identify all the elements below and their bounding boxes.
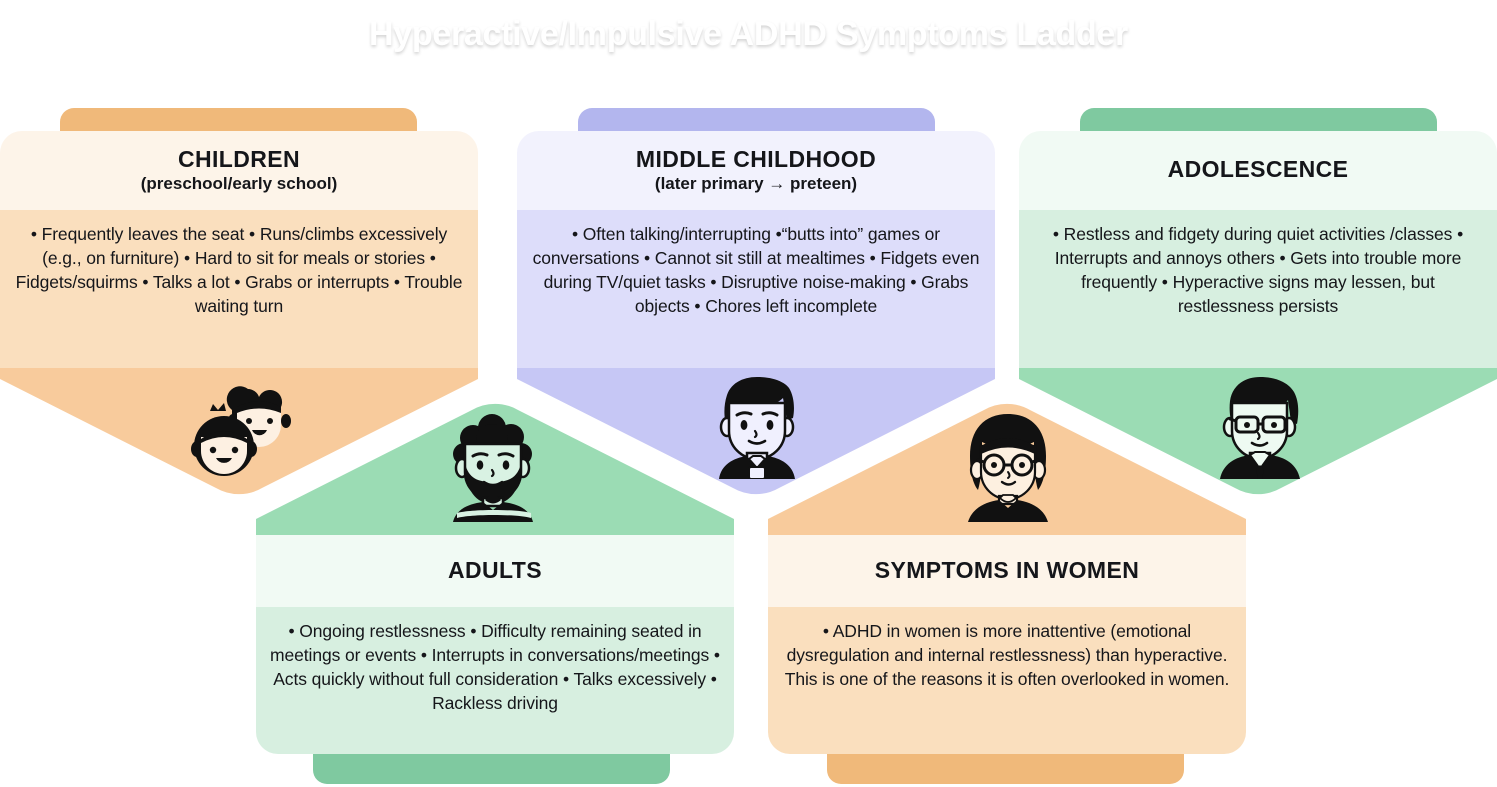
woman-with-glasses-icon bbox=[968, 414, 1048, 522]
bearded-man-icon bbox=[453, 414, 533, 522]
page-title-banner: Hyperactive/Impulsive ADHD Symptoms Ladd… bbox=[247, 4, 1250, 64]
card-children-text: • Frequently leaves the seat • Runs/clim… bbox=[15, 224, 463, 317]
card-middle-childhood-title: MIDDLE CHILDHOOD bbox=[635, 145, 877, 172]
card-symptoms-in-women-body: • ADHD in women is more inattentive (emo… bbox=[768, 607, 1246, 754]
card-children-header: CHILDREN (preschool/early school) bbox=[0, 131, 478, 210]
card-middle-childhood-header: MIDDLE CHILDHOOD (later primary → pretee… bbox=[517, 131, 995, 210]
card-symptoms-in-women-title: SYMPTOMS IN WOMEN bbox=[874, 556, 1140, 583]
card-symptoms-in-women-header: SYMPTOMS IN WOMEN bbox=[768, 535, 1246, 607]
card-adults-text: • Ongoing restlessness • Difficulty rema… bbox=[270, 621, 720, 714]
two-children-faces-icon bbox=[191, 386, 291, 476]
card-children-title: CHILDREN bbox=[177, 145, 301, 172]
card-symptoms-in-women-text: • ADHD in women is more inattentive (emo… bbox=[784, 621, 1230, 690]
card-middle-childhood-subtitle: (later primary → preteen) bbox=[654, 173, 858, 193]
card-adolescence-text: • Restless and fidgety during quiet acti… bbox=[1052, 224, 1464, 317]
boy-face-icon bbox=[719, 377, 795, 479]
card-adults-title: ADULTS bbox=[448, 556, 542, 583]
card-adolescence-title: ADOLESCENCE bbox=[1167, 156, 1349, 183]
card-adolescence-header: ADOLESCENCE bbox=[1019, 131, 1497, 210]
teen-with-glasses-icon bbox=[1220, 377, 1300, 479]
card-children-body: • Frequently leaves the seat • Runs/clim… bbox=[0, 210, 478, 368]
card-adolescence-body: • Restless and fidgety during quiet acti… bbox=[1019, 210, 1497, 368]
card-children-subtitle: (preschool/early school) bbox=[140, 173, 338, 193]
card-adults-header: ADULTS bbox=[256, 535, 734, 607]
card-middle-childhood-body: • Often talking/interrupting •“butts int… bbox=[517, 210, 995, 368]
card-middle-childhood-text: • Often talking/interrupting •“butts int… bbox=[532, 224, 980, 317]
card-adults-body: • Ongoing restlessness • Difficulty rema… bbox=[256, 607, 734, 754]
page-title: Hyperactive/Impulsive ADHD Symptoms Ladd… bbox=[369, 14, 1128, 53]
